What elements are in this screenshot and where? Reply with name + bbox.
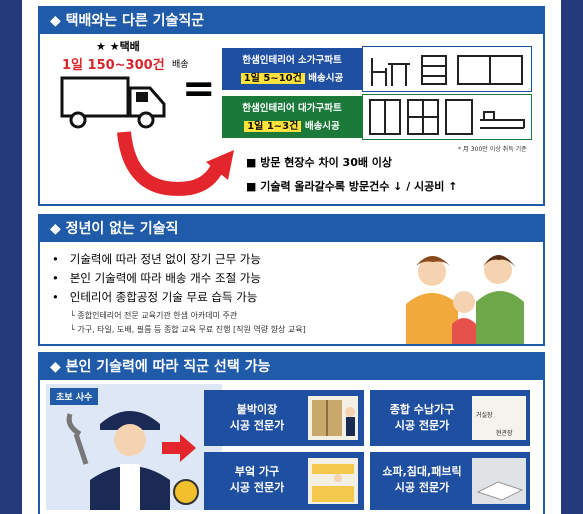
small-furniture-type: 한샘인테리어 소가구파트 — [242, 55, 342, 66]
section-title: ◆ 택배와는 다른 기술직군 — [40, 8, 543, 34]
list-item: • 본인 기술력에 따라 배송 개수 조절 가능 — [52, 271, 261, 285]
chair-table-icon — [362, 46, 532, 92]
job-card-storage: 종합 수납가구 시공 전문가 거실장 현관장 — [370, 390, 530, 446]
job-subtitle: 시공 전문가 — [229, 419, 285, 432]
section-delivery: ◆ 택배와는 다른 기술직군 ★ ★택배 1일 150~300건 배송 = 한샘… — [38, 6, 545, 206]
section-title: ◆ 본인 기술력에 따라 직군 선택 가능 — [40, 354, 543, 380]
bedroom-icon — [472, 458, 526, 504]
job-card-sofa-bed: 쇼파,침대,패브릭 시공 전문가 — [370, 452, 530, 510]
delivery-suffix: 배송 — [172, 60, 189, 70]
large-furniture-box: 한샘인테리어 대가구파트 1일 1~3건 배송시공 — [222, 96, 362, 138]
job-title: 붙박이장 — [236, 403, 278, 416]
equals-sign: = — [182, 66, 216, 112]
right-border — [561, 0, 583, 514]
room-label-living: 거실장 — [476, 412, 493, 419]
benefit-text: 기술력에 따라 정년 없이 장기 근무 가능 — [69, 252, 261, 266]
job-subtitle: 시공 전문가 — [394, 481, 450, 494]
storage-room-image — [472, 396, 526, 440]
job-subtitle: 시공 전문가 — [394, 419, 450, 432]
beginner-label: 초보 사수 — [50, 388, 99, 405]
room-label-entry: 현관장 — [496, 430, 513, 437]
list-item: • 기술력에 따라 정년 없이 장기 근무 가능 — [52, 252, 261, 266]
large-furniture-type: 한샘인테리어 대가구파트 — [242, 103, 342, 114]
job-card-kitchen: 부엌 가구 시공 전문가 — [204, 452, 364, 510]
delivery-count: 1일 150~300건 — [62, 58, 165, 73]
curved-arrow-icon — [117, 131, 234, 196]
section-title: ◆ 정년이 없는 기술직 — [40, 216, 543, 242]
job-title: 종합 수납가구 — [389, 403, 455, 416]
small-furniture-suffix: 배송시공 — [308, 73, 344, 84]
right-arrow-icon — [162, 434, 196, 462]
section-no-retirement: ◆ 정년이 없는 기술직 • 기술력에 따라 정년 없이 장기 근무 가능 • … — [38, 214, 545, 346]
footnote: * 月 300만 이상 취득 기준 — [458, 146, 527, 153]
job-card-builtin-closet: 붙박이장 시공 전문가 — [204, 390, 364, 446]
left-border — [0, 0, 22, 514]
job-subtitle: 시공 전문가 — [229, 481, 285, 494]
benefit-text: 본인 기술력에 따라 배송 개수 조절 가능 — [69, 271, 261, 285]
delivery-label-text: ★택배 — [109, 40, 140, 53]
large-furniture-count: 1일 1~3건 — [244, 121, 302, 132]
kitchen-icon — [308, 458, 358, 504]
benefit-sub-1: └ 종합인테리어 전문 교육기관 한샘 아카데미 주관 — [70, 311, 238, 320]
benefit-list: • 기술력에 따라 정년 없이 장기 근무 가능 • 본인 기술력에 따라 배송… — [52, 250, 261, 307]
job-title: 쇼파,침대,패브릭 — [382, 465, 462, 478]
benefit-sub-2: └ 가구, 타일, 도배, 필름 등 종합 교육 무료 진행 [직원 역량 향상… — [70, 325, 306, 334]
closet-icon — [308, 396, 358, 440]
truck-icon — [60, 76, 166, 129]
small-furniture-box: 한샘인테리어 소가구파트 1일 5~10건 배송시공 — [222, 48, 362, 90]
section-career-choice: ◆ 본인 기술력에 따라 직군 선택 가능 초보 사수 붙박이장 시공 전문가 … — [38, 352, 545, 514]
large-furniture-suffix: 배송시공 — [304, 121, 340, 132]
list-item: • 인테리어 종합공정 기술 무료 습득 가능 — [52, 290, 258, 304]
bullet-skill-pay: ■ 기술력 올라갈수록 방문건수 ↓ / 시공비 ↑ — [246, 180, 458, 193]
wardrobe-bed-icon — [362, 94, 532, 140]
delivery-label: ★ ★택배 — [96, 40, 140, 53]
job-title: 부엌 가구 — [234, 465, 280, 478]
worker-illustration-icon — [66, 411, 199, 510]
benefit-text: 인테리어 종합공정 기술 무료 습득 가능 — [69, 290, 258, 304]
family-illustration-icon — [406, 255, 524, 344]
small-furniture-count: 1일 5~10건 — [240, 73, 305, 84]
bullet-visit-gap: ■ 방문 현장수 차이 30배 이상 — [246, 156, 393, 169]
